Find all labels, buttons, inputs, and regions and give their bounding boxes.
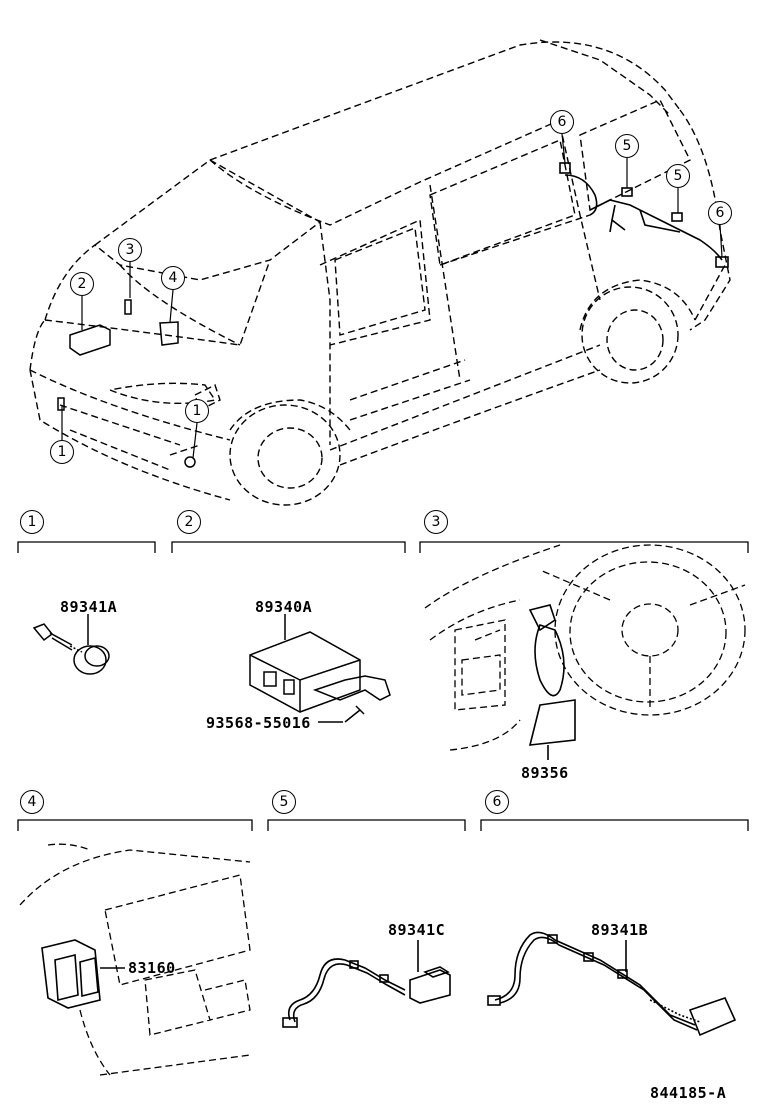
callout-2: 2 [70,272,94,296]
callout-1-front-left: 1 [50,440,74,464]
panel-frames [17,541,749,831]
callout-6-rear-right: 6 [708,201,732,225]
vehicle-illustration [29,39,731,506]
panel-2-badge: 2 [177,510,201,534]
callout-6-rear-left: 6 [550,110,574,134]
panel-6-badge: 6 [485,790,509,814]
part-89341A-label: 89341A [60,598,118,616]
panel-6-harness [487,931,737,1037]
panel-3-badge: 3 [424,510,448,534]
part-89356-label: 89356 [521,764,569,782]
panel-3-dash [424,544,746,760]
callout-leaders [61,133,723,459]
front-components [57,299,196,468]
callout-5-rear-left: 5 [615,134,639,158]
part-89340A-label: 89340A [255,598,313,616]
panel-4-cluster [19,843,251,1076]
panel-1-badge: 1 [20,510,44,534]
panel-2-ecu [249,614,391,723]
rear-sensor-harness [559,162,729,268]
callout-3: 3 [118,238,142,262]
callout-5-rear-right: 5 [666,164,690,188]
part-89341B-label: 89341B [591,921,649,939]
panel-1-sensor [32,614,110,675]
part-83160-label: 83160 [128,959,176,977]
panel-4-badge: 4 [20,790,44,814]
panel-5-badge: 5 [272,790,296,814]
callout-4: 4 [161,266,185,290]
part-89341C-label: 89341C [388,921,446,939]
callout-1-front-right: 1 [185,399,209,423]
drawing-number: 844185-A [650,1084,727,1102]
part-93568-55016-label: 93568-55016 [206,714,311,732]
panel-5-harness [282,940,451,1028]
